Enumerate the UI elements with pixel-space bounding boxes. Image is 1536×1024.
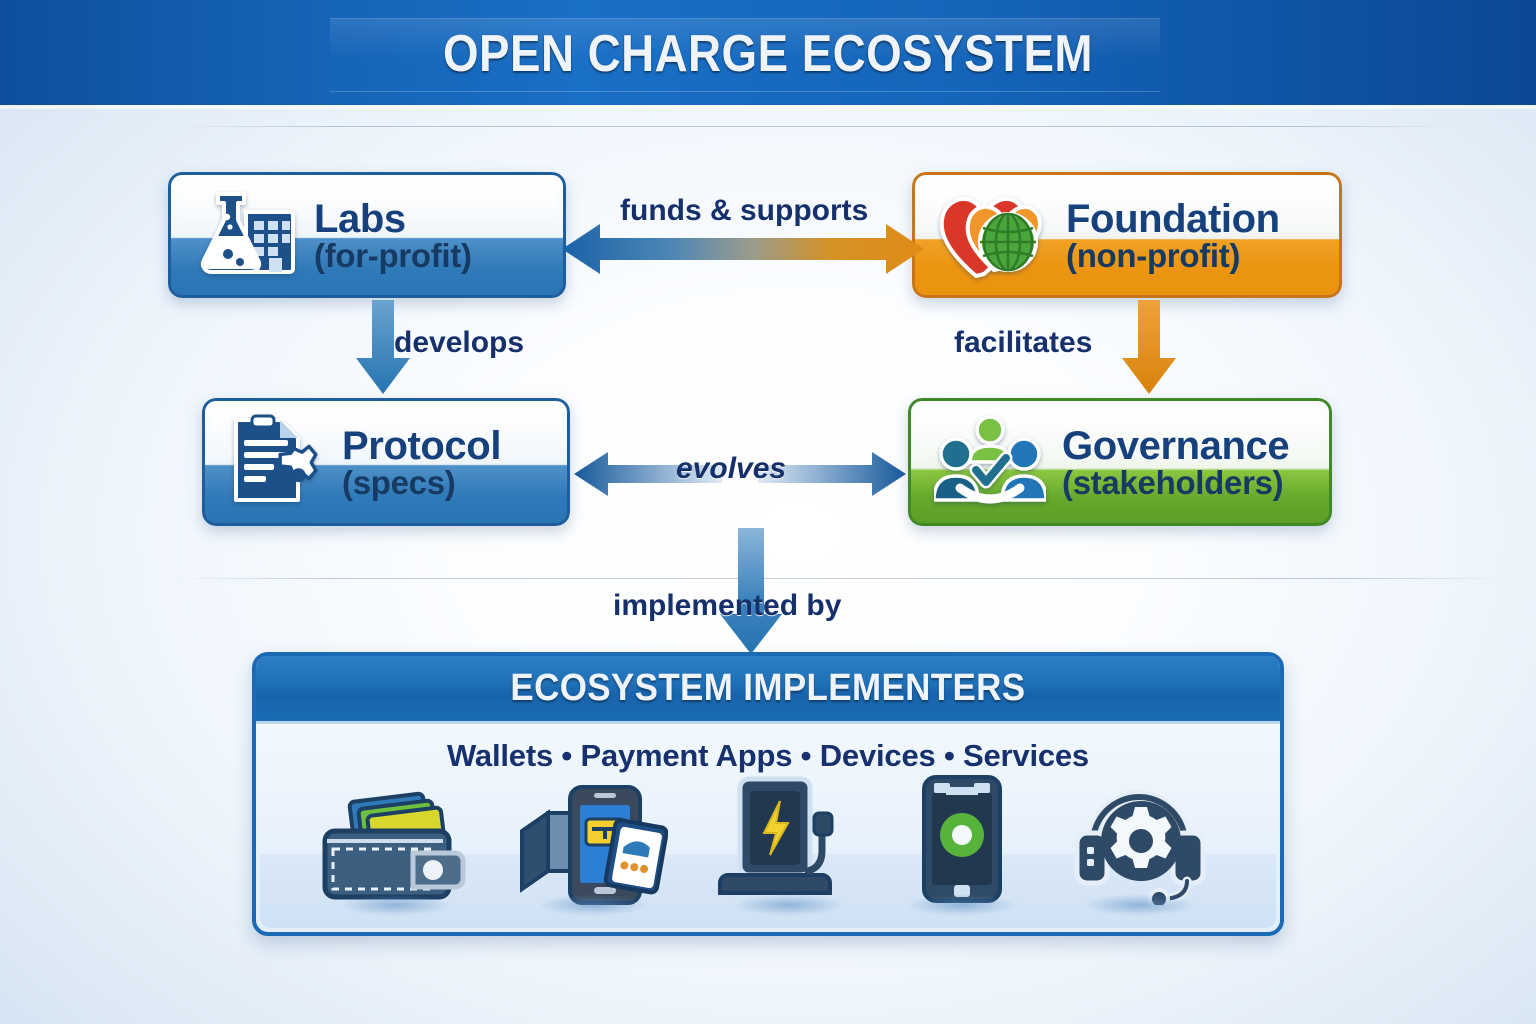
implementers-title: ECOSYSTEM IMPLEMENTERS <box>510 667 1026 709</box>
arrow-evolves <box>574 452 906 496</box>
implementers-icon-row <box>256 774 1280 924</box>
node-foundation[interactable]: Foundation (non-profit) <box>912 172 1342 298</box>
implementers-subtitle: Wallets • Payment Apps • Devices • Servi… <box>447 738 1089 773</box>
node-protocol-subtitle: (specs) <box>342 463 456 501</box>
arrow-facilitates <box>1122 300 1176 394</box>
flask-building-icon <box>194 190 298 281</box>
charging-device-icon <box>717 775 860 916</box>
node-labs-title: Labs <box>314 196 406 241</box>
node-labs-subtitle: (for-profit) <box>314 236 472 274</box>
arrow-implemented-by <box>720 528 782 654</box>
arrow-label-develops: develops <box>394 326 525 359</box>
payment-app-phone-icon <box>518 779 669 916</box>
node-labs[interactable]: Labs (for-profit) <box>168 172 566 298</box>
header-banner: OPEN CHARGE ECOSYSTEM <box>0 0 1536 105</box>
node-protocol-title: Protocol <box>342 423 502 468</box>
divider-top <box>175 126 1455 127</box>
arrow-label-evolves: evolves <box>676 452 787 485</box>
node-foundation-subtitle: (non-profit) <box>1066 236 1241 274</box>
heart-globe-icon <box>938 188 1050 283</box>
mobile-device-icon <box>905 775 1018 916</box>
wallet-icon <box>321 787 469 916</box>
arrow-label-funds-supports: funds & supports <box>620 194 869 227</box>
node-foundation-title: Foundation <box>1066 196 1280 241</box>
header-underline <box>0 105 1536 109</box>
people-check-icon <box>932 414 1048 511</box>
arrow-label-implemented-by: implemented by <box>613 589 842 622</box>
divider-middle <box>175 578 1505 579</box>
node-governance-subtitle: (stakeholders) <box>1062 463 1284 501</box>
node-governance-title: Governance <box>1062 423 1290 468</box>
node-protocol[interactable]: Protocol (specs) <box>202 398 570 526</box>
arrow-develops <box>356 300 410 394</box>
arrow-funds-supports <box>562 224 924 274</box>
implementers-header: ECOSYSTEM IMPLEMENTERS <box>256 656 1280 724</box>
ecosystem-implementers-panel[interactable]: ECOSYSTEM IMPLEMENTERS Wallets • Payment… <box>252 652 1284 936</box>
document-gear-icon <box>228 414 326 511</box>
arrow-label-facilitates: facilitates <box>954 326 1093 359</box>
support-headset-gear-icon <box>1063 777 1215 916</box>
page-title: OPEN CHARGE ECOSYSTEM <box>443 25 1093 83</box>
node-governance[interactable]: Governance (stakeholders) <box>908 398 1332 526</box>
